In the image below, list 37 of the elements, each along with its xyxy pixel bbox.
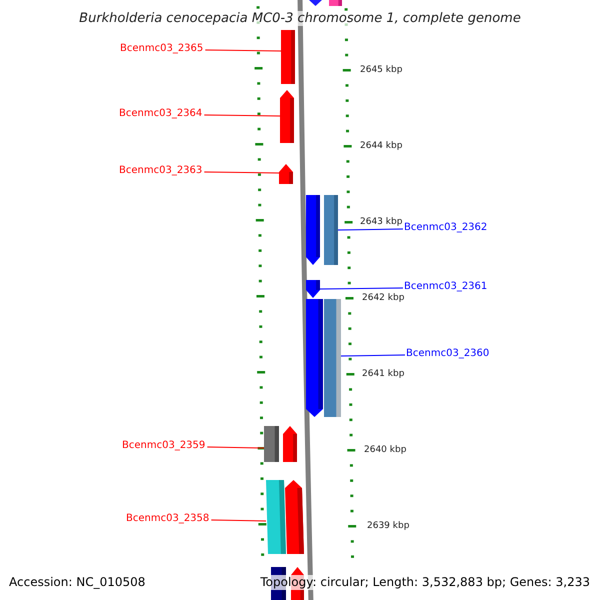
gene-label: Bcenmc03_2359 bbox=[122, 440, 206, 452]
gene-label: Bcenmc03_2364 bbox=[119, 108, 202, 120]
leader-line bbox=[340, 354, 406, 356]
gene-bar bbox=[324, 195, 338, 265]
gene-label: Bcenmc03_2362 bbox=[404, 222, 488, 234]
gene-bar bbox=[280, 90, 294, 143]
scale-label: 2641 kbp bbox=[362, 368, 404, 380]
scale-label: 2640 kbp bbox=[364, 444, 406, 456]
gene-bar bbox=[281, 30, 295, 84]
gene-bar bbox=[285, 480, 304, 554]
gene-label: Bcenmc03_2363 bbox=[119, 165, 202, 177]
scale-label: 2639 kbp bbox=[367, 520, 410, 532]
leader-line bbox=[204, 114, 280, 116]
topology-text: Topology: circular; Length: 3,532,883 bp; Genes: 3,233 bbox=[260, 575, 590, 590]
gene-bar bbox=[266, 480, 286, 554]
gene-label: Bcenmc03_2360 bbox=[406, 348, 490, 360]
gene-bar bbox=[306, 280, 320, 298]
gene-bar bbox=[279, 164, 293, 184]
gene-bar bbox=[264, 426, 279, 462]
leader-line bbox=[204, 172, 280, 174]
scale-label: 2643 kbp bbox=[360, 216, 402, 228]
scale-label: 2645 kbp bbox=[360, 64, 402, 76]
accession-text: Accession: NC_010508 bbox=[9, 575, 146, 590]
leader-line bbox=[338, 228, 404, 230]
gene-label: Bcenmc03_2365 bbox=[120, 43, 204, 55]
leader-line bbox=[204, 50, 282, 52]
leader-line bbox=[320, 288, 404, 290]
leader-line bbox=[210, 520, 266, 522]
scale-label: 2644 kbp bbox=[360, 140, 402, 152]
gene-bar bbox=[306, 195, 320, 265]
gene-label: Bcenmc03_2358 bbox=[126, 513, 210, 525]
gene-label: Bcenmc03_2361 bbox=[404, 281, 488, 293]
leader-line bbox=[206, 446, 264, 448]
scale-label: 2642 kbp bbox=[362, 292, 404, 304]
title: Burkholderia cenocepacia MC0-3 chromosome 1, complete genome bbox=[78, 11, 522, 27]
gene-bar bbox=[283, 426, 297, 462]
gene-bar bbox=[324, 299, 341, 417]
